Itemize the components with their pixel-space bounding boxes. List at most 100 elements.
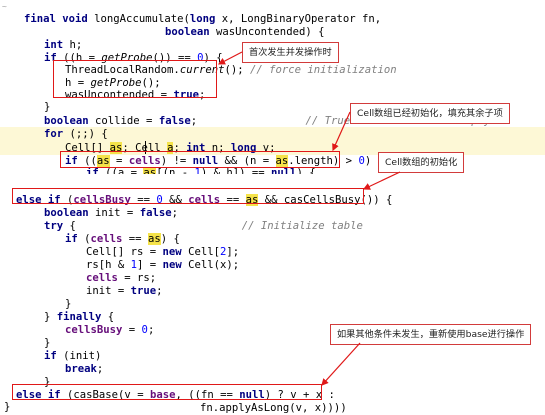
code-line[interactable]: Cell[] rs = new Cell[2]; bbox=[86, 245, 239, 259]
code-token: { bbox=[107, 311, 115, 323]
code-token: ; bbox=[190, 115, 198, 127]
current-line-highlight bbox=[0, 127, 545, 155]
code-keyword: true bbox=[130, 285, 157, 297]
code-line[interactable]: if (init) bbox=[44, 349, 101, 363]
code-token: x, LongBinaryOperator fn, bbox=[221, 13, 382, 25]
code-token: } bbox=[44, 376, 51, 388]
code-line[interactable]: } finally { bbox=[44, 310, 114, 324]
code-keyword: false bbox=[158, 115, 191, 127]
note-cells-init: Cell数组的初始化 bbox=[378, 152, 465, 173]
closing-brace: } bbox=[4, 401, 11, 413]
code-token: h = bbox=[65, 77, 91, 89]
code-token: ) { bbox=[160, 233, 180, 245]
code-keyword: new bbox=[162, 246, 189, 258]
text-caret bbox=[145, 141, 146, 154]
code-token: a bbox=[167, 142, 174, 154]
code-line[interactable]: if ((h = getProbe()) == 0) { bbox=[44, 51, 223, 65]
code-line[interactable]: boolean init = false; bbox=[44, 206, 178, 220]
code-comment: // Initialize table bbox=[75, 220, 363, 232]
code-keyword: break bbox=[65, 363, 97, 375]
code-token: as bbox=[96, 155, 110, 167]
code-line[interactable]: } bbox=[44, 336, 50, 350]
code-token: , ((fn == bbox=[175, 389, 240, 401]
note-first-concurrency: 首次发生并发操作时 bbox=[242, 42, 339, 63]
code-keyword: false bbox=[139, 207, 172, 219]
code-token: ) { bbox=[296, 167, 316, 179]
code-line[interactable]: break; bbox=[65, 362, 103, 376]
code-token: (casBase(v = bbox=[67, 389, 150, 401]
code-token: ( bbox=[84, 233, 91, 245]
code-token: longAccumulate( bbox=[94, 13, 190, 25]
code-keyword: if bbox=[44, 350, 64, 362]
code-line[interactable]: fn.applyAsLong(v, x)))) bbox=[200, 401, 347, 415]
code-keyword: if bbox=[65, 155, 85, 167]
code-keyword: finally bbox=[56, 311, 108, 323]
code-token: ; bbox=[156, 285, 163, 297]
code-line[interactable]: if (cells == as) { bbox=[65, 232, 180, 246]
code-line[interactable]: } bbox=[65, 297, 71, 311]
code-token: } bbox=[44, 337, 51, 349]
box-casbase-fallback bbox=[12, 384, 322, 400]
code-keyword: long bbox=[189, 13, 222, 25]
code-line[interactable]: int h; bbox=[44, 38, 82, 52]
code-token: h; bbox=[69, 39, 83, 51]
code-token: { bbox=[69, 220, 76, 232]
code-token: ()) == bbox=[152, 52, 198, 64]
code-line[interactable]: else if (casBase(v = base, ((fn == null)… bbox=[16, 388, 335, 402]
code-token: (init) bbox=[63, 350, 102, 362]
code-keyword: int bbox=[44, 39, 70, 51]
code-token: 2 bbox=[219, 246, 227, 258]
code-token: ; bbox=[173, 142, 187, 154]
code-keyword: null bbox=[192, 155, 225, 167]
code-line[interactable]: for (;;) { bbox=[44, 127, 108, 141]
code-line[interactable]: cellsBusy = 0; bbox=[65, 323, 154, 337]
fold-marker-icon[interactable]: ~ bbox=[2, 2, 7, 11]
code-token: ; bbox=[198, 89, 206, 101]
code-token: collide = bbox=[95, 115, 159, 127]
code-keyword: true bbox=[173, 89, 199, 101]
code-token: cells bbox=[128, 155, 161, 167]
code-line[interactable]: init = true; bbox=[86, 284, 163, 298]
arrow-fallback-base bbox=[321, 342, 361, 386]
code-line[interactable]: h = getProbe(); bbox=[65, 76, 161, 90]
code-token: cells bbox=[86, 272, 118, 284]
code-line[interactable]: } bbox=[44, 100, 50, 114]
code-token: ThreadLocalRandom. bbox=[65, 64, 180, 76]
code-token: (); bbox=[141, 77, 161, 89]
code-token: ((h = bbox=[63, 52, 102, 64]
code-line[interactable]: if ((as = cells) != null && (n = as.leng… bbox=[65, 154, 384, 168]
code-token: 0 bbox=[141, 324, 148, 336]
code-keyword: else if bbox=[16, 389, 68, 401]
code-token: = bbox=[122, 324, 142, 336]
code-token: ; bbox=[171, 207, 178, 219]
code-line[interactable]: boolean wasUncontended) { bbox=[165, 25, 324, 39]
code-token: current bbox=[179, 64, 225, 76]
code-token: = rs; bbox=[117, 272, 157, 284]
code-token: ] = bbox=[137, 259, 163, 271]
code-token: ; bbox=[147, 324, 155, 336]
code-token: = bbox=[109, 155, 129, 167]
code-token: as bbox=[275, 155, 289, 167]
code-keyword: boolean bbox=[165, 26, 217, 38]
code-keyword: final void bbox=[24, 13, 95, 25]
code-token: ]; bbox=[226, 246, 240, 258]
code-token: wasUncontended = bbox=[65, 89, 174, 101]
code-token: init = bbox=[86, 285, 131, 297]
code-token: && (n = bbox=[224, 155, 276, 167]
code-line[interactable]: final void longAccumulate(long x, LongBi… bbox=[24, 12, 381, 26]
code-token: rs[h & bbox=[86, 259, 131, 271]
code-line[interactable]: wasUncontended = true; bbox=[65, 88, 205, 102]
code-token: Cell(x); bbox=[188, 259, 240, 271]
code-token: (;;) { bbox=[69, 128, 108, 140]
code-token: 1 bbox=[130, 259, 138, 271]
code-line[interactable]: try { // Initialize table bbox=[44, 219, 363, 233]
code-line[interactable]: ThreadLocalRandom.current(); // force in… bbox=[65, 63, 397, 77]
code-token: 0 bbox=[197, 52, 204, 64]
code-token: .length) > bbox=[288, 155, 359, 167]
code-line[interactable]: rs[h & 1] = new Cell(x); bbox=[86, 258, 239, 272]
code-line[interactable]: } bbox=[44, 375, 50, 389]
code-comment: // force initialization bbox=[249, 64, 397, 76]
code-line[interactable]: cells = rs; bbox=[86, 271, 156, 285]
note-fallback-base: 如果其他条件未发生，重新使用base进行操作 bbox=[330, 324, 532, 345]
